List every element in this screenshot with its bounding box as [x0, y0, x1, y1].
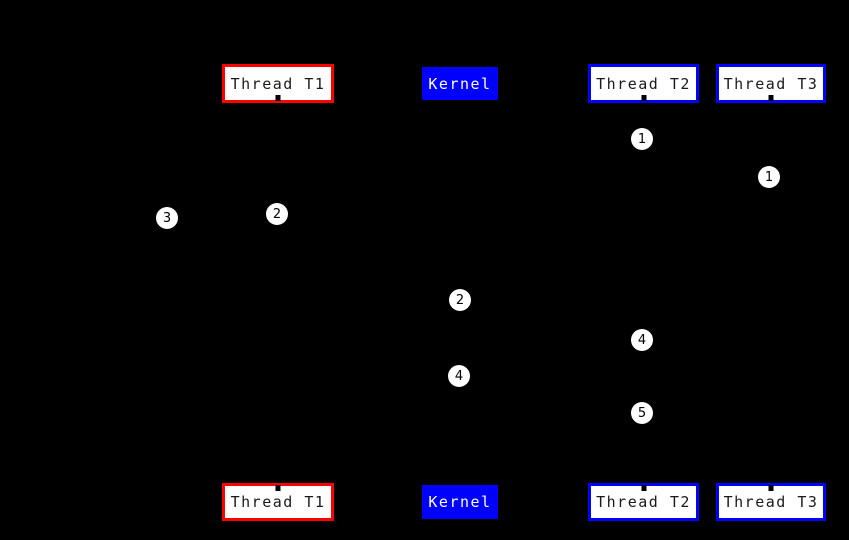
event-marker-3-number: 3	[162, 210, 172, 226]
event-marker-4a: 4	[631, 329, 653, 351]
event-marker-5-number: 5	[637, 405, 647, 421]
event-marker-2a: 2	[266, 203, 288, 225]
event-marker-1a: 1	[631, 128, 653, 150]
node-kernel-top: Kernel	[422, 67, 498, 100]
event-marker-2b-number: 2	[455, 292, 465, 308]
event-marker-3: 3	[156, 207, 178, 229]
lifeline-stub	[768, 485, 774, 491]
event-marker-1b: 1	[758, 166, 780, 188]
event-marker-1a-number: 1	[637, 131, 647, 147]
event-marker-2a-number: 2	[272, 206, 282, 222]
node-thread-t3-top: Thread T3	[716, 64, 826, 103]
node-thread-t2-top: Thread T2	[588, 64, 699, 103]
node-kernel-bottom: Kernel	[422, 485, 498, 519]
lifeline-stub	[641, 95, 646, 101]
node-thread-t3-bottom-label: Thread T3	[723, 493, 819, 511]
node-thread-t2-bottom: Thread T2	[588, 483, 699, 521]
event-marker-4b: 4	[448, 365, 470, 387]
event-marker-1b-number: 1	[764, 169, 774, 185]
event-marker-4a-number: 4	[637, 332, 647, 348]
lifeline-stub	[275, 485, 281, 491]
lifeline-stub	[275, 95, 281, 101]
lifeline-stub	[768, 95, 774, 101]
node-thread-t1-bottom: Thread T1	[222, 483, 334, 521]
node-thread-t1-bottom-label: Thread T1	[230, 493, 326, 511]
event-marker-5: 5	[631, 402, 653, 424]
node-thread-t3-bottom: Thread T3	[716, 483, 826, 521]
node-kernel-top-label: Kernel	[428, 74, 492, 93]
node-thread-t3-top-label: Thread T3	[723, 74, 819, 93]
node-thread-t2-bottom-label: Thread T2	[596, 493, 691, 511]
node-kernel-bottom-label: Kernel	[428, 493, 492, 511]
node-thread-t1-top-label: Thread T1	[230, 74, 326, 93]
node-thread-t1-top: Thread T1	[222, 64, 334, 103]
node-thread-t2-top-label: Thread T2	[596, 74, 691, 93]
event-marker-2b: 2	[449, 289, 471, 311]
lifeline-stub	[641, 485, 646, 491]
event-marker-4b-number: 4	[454, 368, 464, 384]
